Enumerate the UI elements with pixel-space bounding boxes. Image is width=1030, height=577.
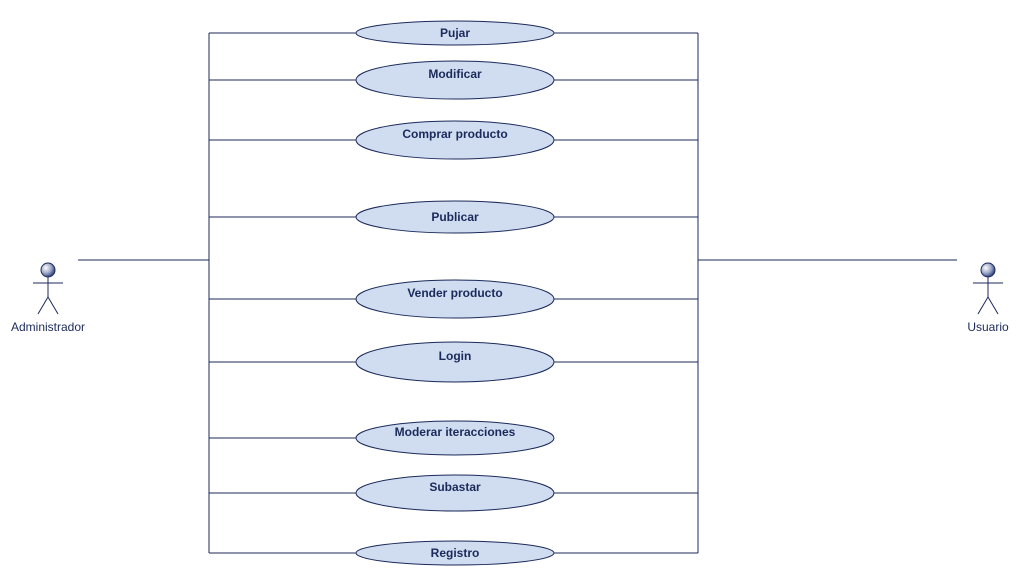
use-case-label: Subastar — [429, 480, 481, 494]
use-case-ellipse[interactable] — [355, 540, 555, 566]
use-case-1[interactable]: Modificar — [209, 60, 698, 100]
use-case-label: Login — [439, 349, 472, 363]
actor-right-leg — [47, 296, 59, 315]
actor-right-leg — [987, 296, 999, 315]
use-case-ellipse[interactable] — [355, 474, 555, 512]
use-case-6[interactable]: Moderar iteracciones — [209, 420, 555, 456]
actor-head-icon — [40, 262, 56, 278]
use-case-4[interactable]: Vender producto — [209, 279, 698, 319]
use-case-5[interactable]: Login — [209, 341, 698, 383]
use-case-label: Vender producto — [407, 286, 502, 300]
actor-label-administrador: Administrador — [11, 320, 85, 334]
actor-usuario[interactable]: Usuario — [967, 262, 1009, 334]
actor-administrador[interactable]: Administrador — [11, 262, 85, 334]
use-case-3[interactable]: Publicar — [209, 200, 698, 234]
use-case-7[interactable]: Subastar — [209, 474, 698, 512]
use-case-ellipse[interactable] — [355, 341, 555, 383]
actor-head-icon — [980, 262, 996, 278]
use-case-ellipse[interactable] — [355, 420, 555, 456]
use-case-label: Publicar — [431, 210, 479, 224]
actor-left-leg — [977, 296, 989, 315]
use-case-2[interactable]: Comprar producto — [209, 120, 698, 160]
use-case-label: Pujar — [440, 26, 470, 40]
use-case-ellipse[interactable] — [355, 20, 555, 46]
actor-left-leg — [37, 296, 49, 315]
use-case-label: Comprar producto — [402, 127, 507, 141]
use-case-label: Registro — [431, 546, 480, 560]
use-case-ellipse[interactable] — [355, 200, 555, 234]
use-case-label: Moderar iteracciones — [395, 425, 516, 439]
use-case-ellipse[interactable] — [355, 120, 555, 160]
use-case-0[interactable]: Pujar — [209, 20, 698, 46]
use-case-label: Modificar — [428, 67, 482, 81]
use-case-8[interactable]: Registro — [209, 540, 698, 566]
actor-label-usuario: Usuario — [967, 320, 1009, 334]
use-case-ellipse[interactable] — [355, 279, 555, 319]
use-case-ellipse[interactable] — [355, 60, 555, 100]
